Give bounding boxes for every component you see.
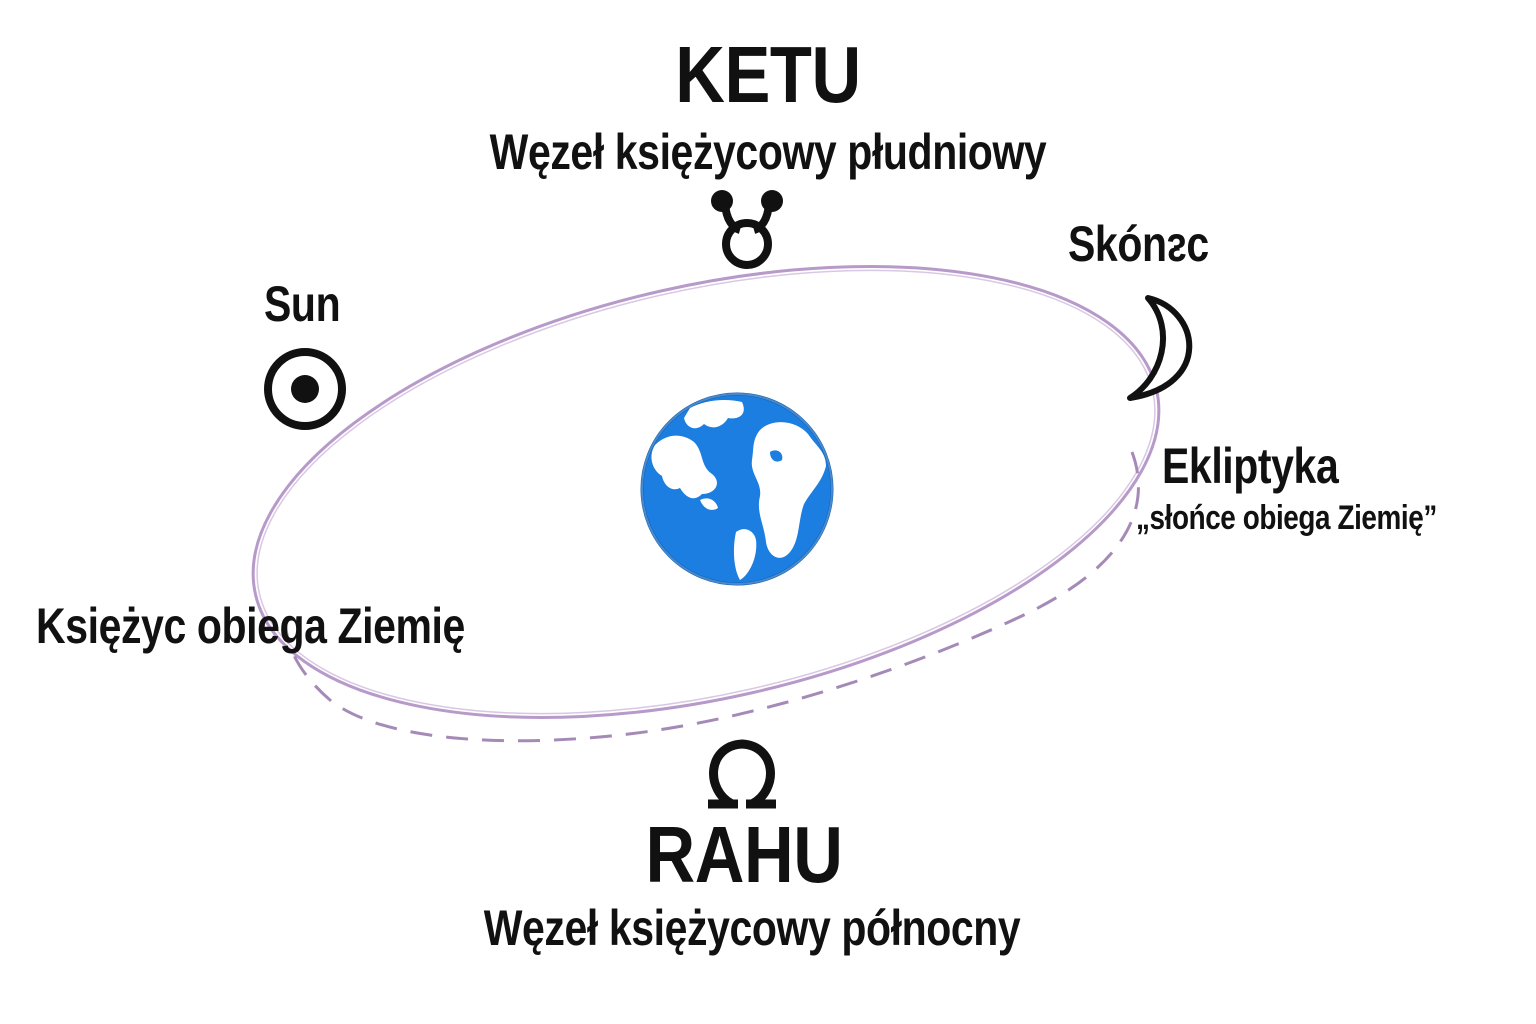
sun-label: Sun — [264, 276, 341, 332]
earth-globe-icon — [640, 392, 834, 586]
crescent-moon-symbol — [1127, 295, 1193, 401]
north-node-symbol — [708, 739, 776, 809]
ketu-title: KETU — [675, 30, 861, 119]
ecliptic-label: Ekliptyka — [1162, 438, 1339, 494]
ketu-subtitle: Węzeł księżycowy płudniowy — [489, 124, 1047, 180]
moon-orbit-label: Księżyc obiega Ziemię — [36, 598, 465, 654]
south-node-symbol — [711, 190, 783, 269]
rahu-subtitle: Węzeł księżycowy północny — [483, 900, 1021, 956]
ecliptic-note: „słońce obiega Ziemię” — [1136, 499, 1437, 537]
sun-symbol — [264, 348, 346, 430]
rahu-title: RAHU — [645, 810, 843, 899]
dashed-orbit-arc — [284, 451, 1140, 743]
moon-label: Skónᴤc — [1068, 216, 1209, 272]
